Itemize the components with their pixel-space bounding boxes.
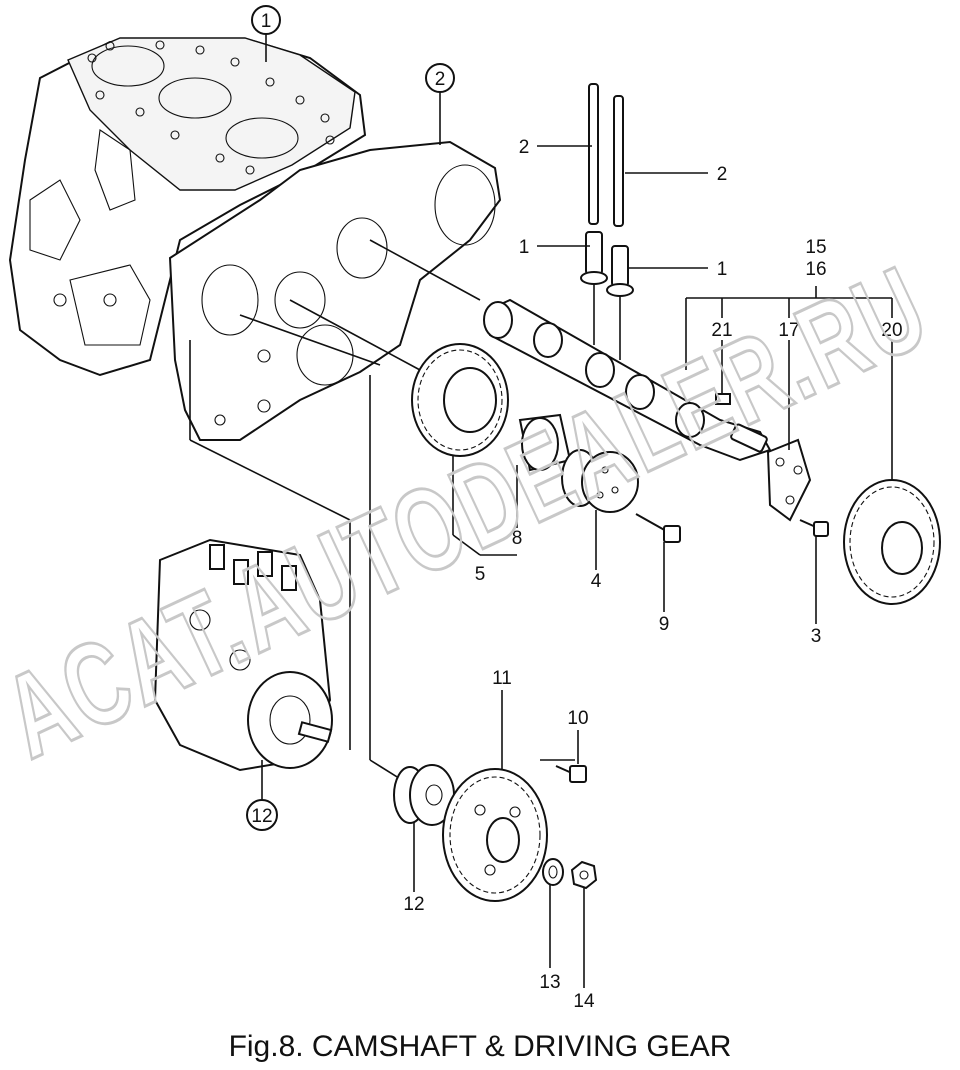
- camshaft[interactable]: [483, 298, 772, 462]
- callout-circle-2: 2: [425, 63, 455, 93]
- svg-text:1: 1: [261, 11, 272, 32]
- push-rod-left[interactable]: [588, 83, 599, 225]
- callout-1-right: 1: [717, 259, 728, 280]
- thrust-plate[interactable]: [766, 438, 812, 522]
- washer[interactable]: [542, 858, 564, 886]
- figure-caption: Fig.8. CAMSHAFT & DRIVING GEAR: [229, 1030, 732, 1063]
- callout-8: 8: [512, 528, 523, 549]
- callout-2-right: 2: [717, 164, 728, 185]
- tappet-right[interactable]: [606, 245, 634, 297]
- svg-text:2: 2: [435, 69, 446, 90]
- pump-drive-gear[interactable]: [442, 768, 548, 902]
- bolt-pump[interactable]: [555, 765, 587, 783]
- callout-10: 10: [567, 708, 588, 729]
- callout-5: 5: [475, 564, 486, 585]
- callout-11: 11: [492, 668, 512, 689]
- bushing[interactable]: [518, 413, 572, 472]
- callout-14: 14: [573, 991, 595, 1012]
- nut[interactable]: [570, 860, 598, 890]
- cylinder-block[interactable]: [8, 37, 367, 377]
- callout-13: 13: [539, 972, 560, 993]
- fuel-injection-pump[interactable]: [153, 538, 333, 772]
- callout-circle-1: 1: [251, 5, 281, 35]
- callout-3: 3: [811, 626, 822, 647]
- crankshaft-gear[interactable]: [411, 343, 509, 457]
- svg-text:12: 12: [251, 806, 272, 827]
- gear-case[interactable]: [168, 140, 502, 441]
- callout-2-left: 2: [519, 137, 530, 158]
- thrust-plate-cap[interactable]: [561, 449, 639, 513]
- callout-20: 20: [881, 320, 902, 341]
- callout-circle-12: 12: [246, 799, 278, 831]
- camshaft-gear[interactable]: [843, 479, 941, 605]
- push-rod-right[interactable]: [613, 95, 624, 227]
- pump-coupling[interactable]: [393, 764, 455, 826]
- callout-16: 16: [805, 259, 826, 280]
- key[interactable]: [715, 393, 731, 405]
- callout-9: 9: [659, 614, 670, 635]
- callout-21: 21: [711, 320, 732, 341]
- callout-12: 12: [403, 894, 424, 915]
- tappet-left[interactable]: [580, 231, 608, 285]
- callout-1-left: 1: [519, 237, 530, 258]
- callout-4: 4: [591, 571, 602, 592]
- bolt[interactable]: [635, 513, 681, 543]
- callout-15: 15: [805, 237, 826, 258]
- bolt-small[interactable]: [799, 519, 829, 537]
- callout-17: 17: [778, 320, 799, 341]
